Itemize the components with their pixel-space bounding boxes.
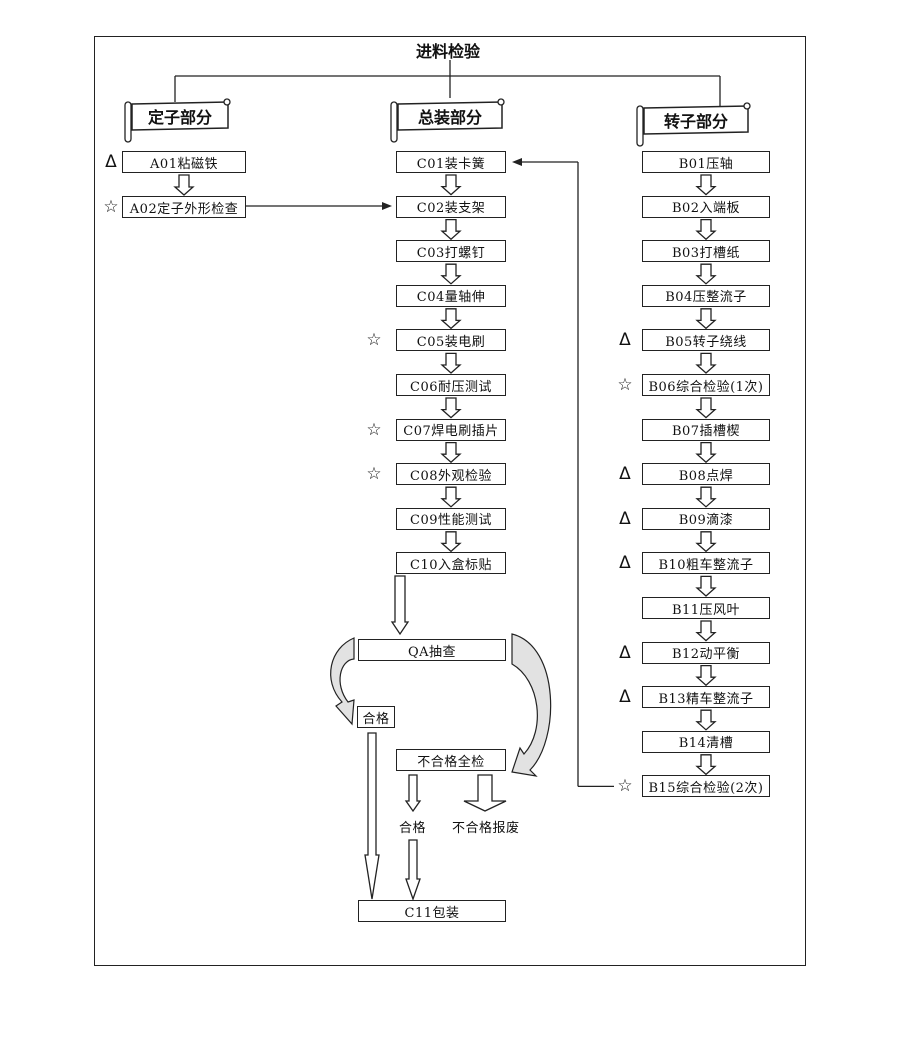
special-process-triangle-icon: Δ — [619, 330, 631, 351]
rotor-flow-arrow — [695, 441, 717, 464]
section-title-assembly: 总装部分 — [417, 108, 482, 127]
assembly-step-c09: C09性能测试 — [396, 507, 506, 530]
rotor-step-b09: B09滴漆 — [642, 507, 770, 530]
rotor-step-b06: B06综合检验(1次) — [642, 374, 770, 396]
special-process-triangle-icon: Δ — [619, 464, 631, 485]
stator-flow-arrow — [173, 174, 195, 196]
section-scroll-assembly-body — [397, 101, 503, 131]
assembly-flow-arrow — [440, 441, 462, 464]
section-scroll-rotor-left-roll — [636, 105, 644, 147]
qa-check-box: QA抽查 — [358, 639, 506, 661]
section-scroll-stator-right-curl — [223, 98, 231, 106]
rotor-step-b14: B14清槽 — [642, 730, 770, 753]
key-operation-star-icon: ☆ — [366, 419, 382, 440]
diagram-title: 进料检验 — [416, 42, 481, 61]
rotor-flow-arrow — [695, 308, 717, 330]
assembly-flow-arrow — [440, 218, 462, 241]
assembly-flow-arrow — [440, 486, 462, 508]
section-scroll-assembly-left-roll — [390, 101, 398, 143]
diagram-frame — [94, 36, 806, 966]
rotor-step-b10: B10粗车整流子 — [642, 552, 770, 575]
qa-fail-curved-arrow — [511, 633, 552, 777]
rotor-step-b05: B05转子绕线 — [642, 329, 770, 352]
b15-to-c01-arrowhead — [512, 158, 522, 166]
special-process-triangle-icon: Δ — [619, 687, 631, 708]
rotor-flow-arrow — [695, 263, 717, 285]
rotor-step-b02: B02入端板 — [642, 195, 770, 218]
assembly-flow-arrow — [440, 352, 462, 374]
assembly-step-c08: C08外观检验 — [396, 463, 506, 486]
section-scroll-stator-body — [131, 101, 229, 131]
qa-pass-curved-arrow — [330, 637, 355, 726]
packaging-box: C11包装 — [358, 900, 506, 922]
assembly-flow-arrow — [440, 174, 462, 196]
special-process-triangle-icon: Δ — [619, 508, 631, 529]
pass-to-packaging-arrow — [405, 839, 421, 901]
assembly-flow-arrow — [440, 263, 462, 285]
assembly-step-c06: C06耐压测试 — [396, 374, 506, 396]
section-scroll-rotor-right-curl — [743, 102, 751, 110]
rotor-step-b12: B12动平衡 — [642, 641, 770, 664]
rotor-step-b13: B13精车整流子 — [642, 686, 770, 709]
rotor-step-b07: B07插槽楔 — [642, 418, 770, 441]
rotor-step-b01: B01压轴 — [642, 151, 770, 173]
a02-to-c02-arrowhead — [382, 202, 392, 210]
rotor-flow-arrow — [695, 352, 717, 374]
rotor-flow-arrow — [695, 397, 717, 419]
section-scroll-assembly-right-curl — [497, 98, 505, 106]
rotor-flow-arrow — [695, 531, 717, 553]
rotor-step-b03: B03打槽纸 — [642, 240, 770, 263]
fail-full-check-box: 不合格全检 — [396, 749, 506, 771]
assembly-step-c05: C05装电刷 — [396, 329, 506, 352]
section-scroll-stator-left-roll — [124, 101, 132, 143]
key-operation-star-icon: ☆ — [366, 330, 382, 351]
rotor-flow-arrow — [695, 709, 717, 731]
assembly-flow-arrow — [440, 531, 462, 553]
rotor-flow-arrow — [695, 218, 717, 241]
rotor-flow-arrow — [695, 620, 717, 642]
assembly-step-c04: C04量轴伸 — [396, 284, 506, 307]
special-process-triangle-icon: Δ — [619, 553, 631, 574]
full-check-pass-arrow — [404, 774, 422, 813]
rotor-step-b04: B04压整流子 — [642, 284, 770, 307]
key-operation-star-icon: ☆ — [366, 464, 382, 485]
rotor-flow-arrow — [695, 754, 717, 776]
stator-step-a01: A01粘磁铁 — [122, 151, 246, 173]
scrap-arrow — [463, 774, 507, 812]
assembly-flow-arrow — [440, 308, 462, 330]
section-title-rotor: 转子部分 — [663, 112, 728, 131]
assembly-step-c03: C03打螺钉 — [396, 240, 506, 263]
rotor-step-b15: B15综合检验(2次) — [642, 775, 770, 798]
qa-pass-to-packaging-arrow — [364, 732, 380, 900]
key-operation-star-icon: ☆ — [617, 375, 633, 395]
c10-to-qa-arrow — [390, 575, 410, 636]
rotor-flow-arrow — [695, 664, 717, 687]
rotor-flow-arrow — [695, 174, 717, 196]
assembly-step-c10: C10入盒标贴 — [396, 552, 506, 575]
assembly-flow-arrow — [440, 397, 462, 419]
scrap-label: 不合格报废 — [452, 821, 520, 836]
section-scroll-rotor-body — [643, 105, 749, 135]
rotor-flow-arrow — [695, 575, 717, 597]
special-process-triangle-icon: Δ — [619, 642, 631, 663]
assembly-step-c01: C01装卡簧 — [396, 151, 506, 173]
key-operation-star-icon: ☆ — [103, 197, 119, 217]
rotor-step-b11: B11压风叶 — [642, 597, 770, 619]
stator-step-a02: A02定子外形检查 — [122, 196, 246, 218]
key-operation-star-icon: ☆ — [617, 776, 633, 797]
full-check-pass-label: 合格 — [399, 821, 427, 836]
special-process-triangle-icon: Δ — [105, 152, 117, 172]
assembly-step-c07: C07焊电刷插片 — [396, 418, 506, 441]
rotor-step-b08: B08点焊 — [642, 463, 770, 486]
qa-pass-box: 合格 — [357, 706, 395, 728]
rotor-flow-arrow — [695, 486, 717, 508]
section-title-stator: 定子部分 — [147, 108, 212, 127]
assembly-step-c02: C02装支架 — [396, 195, 506, 218]
